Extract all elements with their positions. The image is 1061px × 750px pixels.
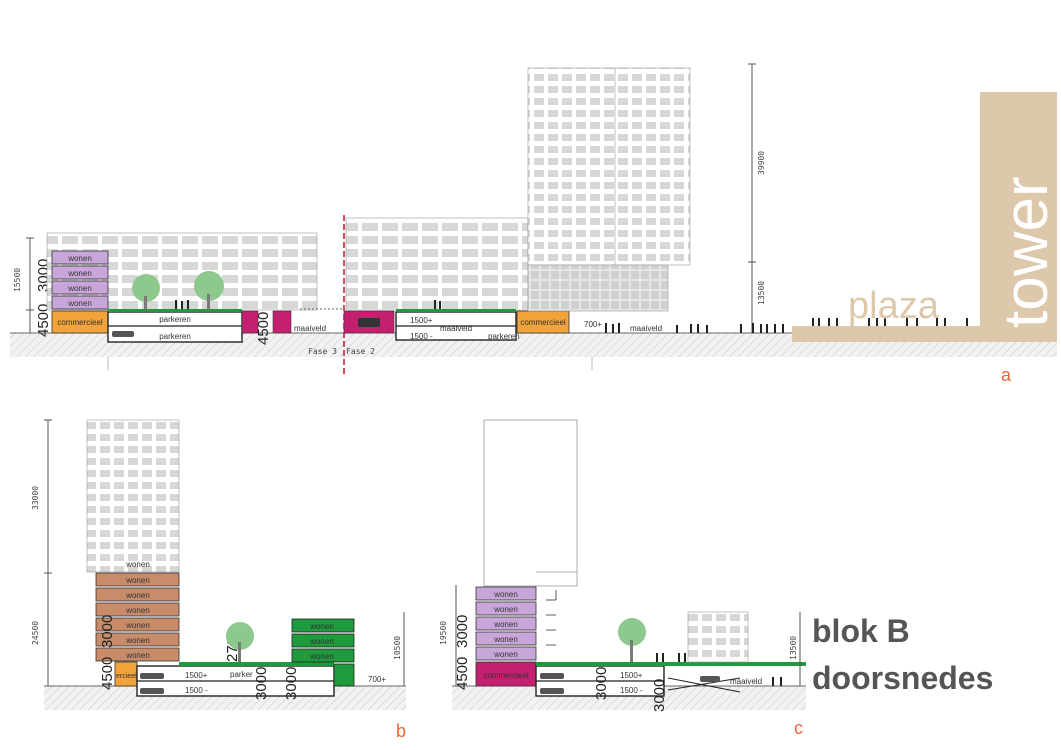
plaza-label: plaza — [848, 285, 940, 327]
commercieel-block-c — [475, 661, 537, 687]
maaiveld-label: maaiveld — [294, 324, 326, 333]
level-1500-minus-b: 1500 - — [185, 686, 208, 695]
wonen-stack-green-b: wonen wonen wonen — [291, 618, 355, 687]
fase-3-label: Fase 3 — [308, 347, 337, 356]
wonen-label: wonen — [309, 622, 334, 631]
section-b-label: b — [396, 721, 406, 741]
tree-b — [226, 622, 254, 662]
dim-4500-c: 4500 — [454, 657, 471, 690]
parkeren-label: parkeren — [159, 332, 191, 341]
svg-text:19500: 19500 — [439, 621, 448, 645]
highrise-base — [527, 264, 669, 312]
level-700-plus-a: 700+ — [584, 320, 602, 329]
wonen-label: wonen — [67, 269, 92, 278]
parkeren-label: parkeren — [488, 332, 520, 341]
wonen-label: wonen — [67, 299, 92, 308]
wonen-stack-b: wonen wonen wonen wonen wonen wonen — [95, 572, 180, 662]
magenta-block-a1 — [241, 310, 259, 334]
wonen-label: wonen — [67, 254, 92, 263]
small-building-c — [687, 611, 749, 663]
wonen-label: wonen — [125, 560, 150, 569]
dim-4500-b: 4500 — [99, 657, 116, 690]
section-a: 15500 3000 4500 wonen wonen wonen wonen … — [10, 63, 1061, 385]
wonen-label: wonen — [125, 591, 150, 600]
wonen-label: wonen — [125, 606, 150, 615]
wonen-label: wonen — [493, 650, 518, 659]
level-1500-minus-a: 1500 - — [410, 332, 433, 341]
commercieel-label: commercieel — [57, 318, 103, 327]
maaiveld-label: maaiveld — [730, 677, 762, 686]
commercieel-label: commercieel — [483, 671, 529, 680]
level-1500-plus-b: 1500+ — [185, 671, 208, 680]
dim-3000-c3: 3000 — [651, 679, 668, 712]
magenta-block-a2 — [272, 310, 292, 334]
level-1500-plus-c: 1500+ — [620, 671, 643, 680]
maaiveld-label: maaiveld — [440, 324, 472, 333]
tower-outline-c — [483, 419, 578, 587]
dim-3000-b2: 3000 — [253, 667, 270, 700]
section-c: 19500 wonen wonen wonen wonen wonen 3000… — [439, 419, 806, 738]
title-line-1: blok B — [812, 613, 910, 649]
parkeren-label: parkeren — [159, 315, 191, 324]
people-c — [656, 653, 782, 686]
wonen-label: wonen — [309, 652, 334, 661]
dim-4500-a2: 4500 — [255, 312, 272, 345]
dim-3000-c2: 3000 — [593, 667, 610, 700]
section-a-label: a — [1001, 365, 1012, 385]
wonen-label: wonen — [125, 651, 150, 660]
dim-4500-a: 4500 — [35, 304, 52, 337]
wonen-label: wonen — [125, 636, 150, 645]
wonen-label: wonen — [493, 620, 518, 629]
wonen-label: wonen — [309, 637, 334, 646]
wonen-label: wonen — [125, 621, 150, 630]
svg-text:13500: 13500 — [789, 636, 798, 660]
svg-text:15500: 15500 — [13, 268, 22, 292]
level-700-plus-b: 700+ — [368, 675, 386, 684]
wonen-stack-a: wonen wonen wonen wonen — [51, 250, 109, 310]
wonen-label: wonen — [67, 284, 92, 293]
svg-text:24500: 24500 — [31, 621, 40, 645]
wonen-label: wonen — [493, 635, 518, 644]
level-1500-minus-c: 1500 - — [620, 686, 643, 695]
fase-2-label: Fase 2 — [346, 347, 375, 356]
people-a — [175, 300, 968, 333]
stairs-c — [546, 590, 557, 646]
tower-facade-b — [86, 419, 180, 573]
tower-label: tower — [992, 176, 1061, 328]
wonen-label: wonen — [493, 590, 518, 599]
level-1500-plus-a: 1500+ — [410, 316, 433, 325]
commercieel-label: commercieel — [520, 318, 566, 327]
wonen-label: wonen — [493, 605, 518, 614]
tree-c — [618, 618, 646, 662]
title-block: blok B doorsnedes — [812, 613, 993, 696]
svg-text:39900: 39900 — [757, 151, 766, 175]
middle-block-facade — [345, 217, 529, 311]
svg-text:13500: 13500 — [757, 281, 766, 305]
ramp-c — [667, 677, 741, 693]
dim-3000-c: 3000 — [454, 615, 471, 648]
wonen-stack-c: wonen wonen wonen wonen wonen — [475, 586, 537, 661]
parker-label: parker — [230, 670, 253, 679]
tower-block — [980, 92, 1057, 328]
section-b: 33000 24500 wonen wonen wonen wonen wone… — [31, 419, 406, 741]
title-line-2: doorsnedes — [812, 660, 993, 696]
maaiveld-label: maaiveld — [630, 324, 662, 333]
dim-3000-b3: 3000 — [283, 667, 300, 700]
plaza-platform — [792, 326, 1057, 342]
svg-text:33000: 33000 — [31, 486, 40, 510]
section-c-label: c — [794, 718, 803, 738]
svg-text:10500: 10500 — [393, 636, 402, 660]
commercieel-label: ercieel — [116, 673, 137, 680]
dim-3000-b: 3000 — [99, 615, 116, 648]
highrise-facade — [527, 67, 691, 266]
wonen-label: wonen — [125, 576, 150, 585]
